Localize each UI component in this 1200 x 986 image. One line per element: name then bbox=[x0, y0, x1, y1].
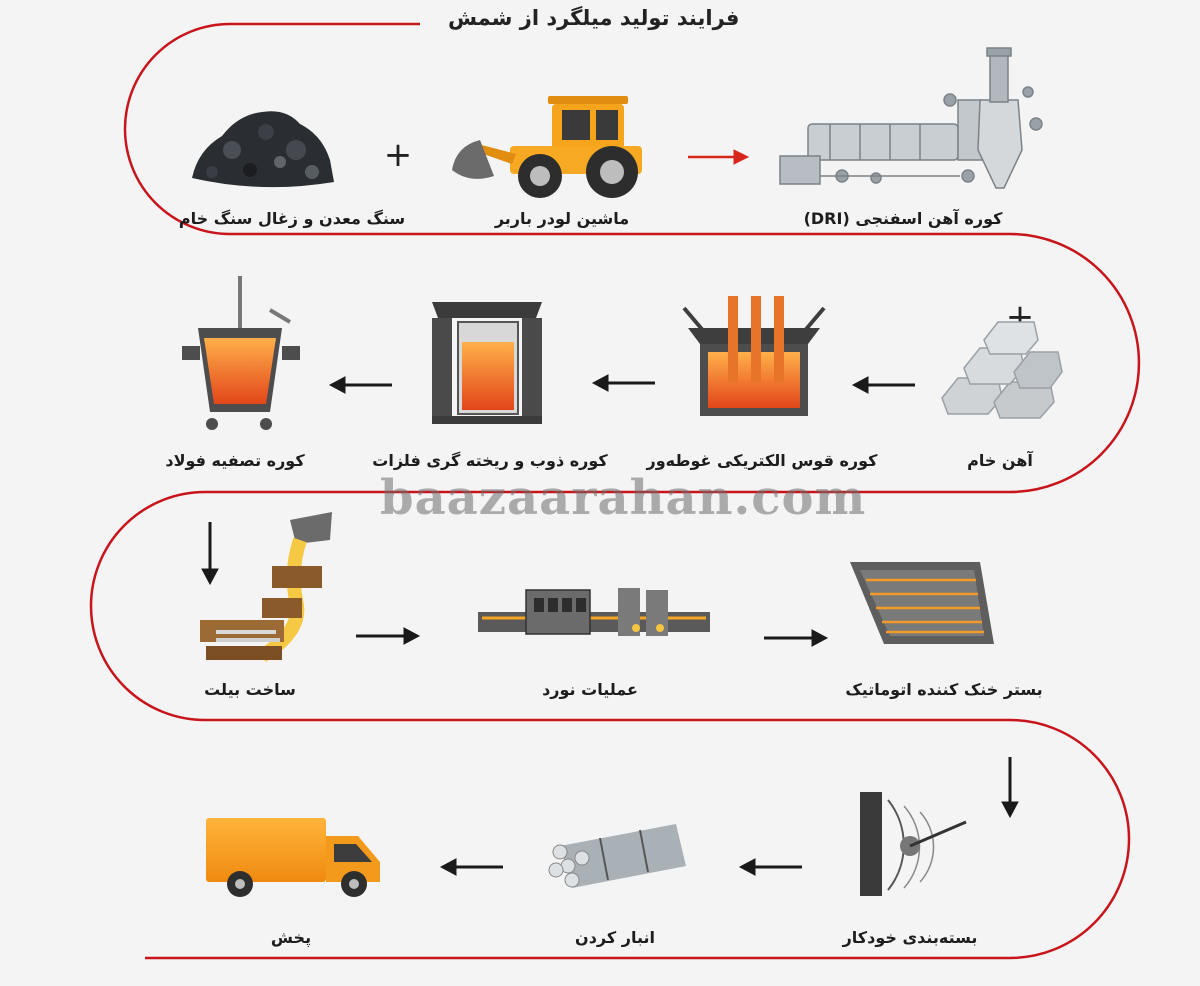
plus-sign-1: + bbox=[384, 135, 413, 175]
arrow-left-3 bbox=[328, 376, 392, 394]
step-label-eaf: کوره قوس الکتریکی غوطه‌ور bbox=[646, 451, 878, 470]
iron-ingots-icon bbox=[941, 321, 1063, 419]
arrow-down-2 bbox=[1001, 757, 1019, 819]
step-label-rolling: عملیات نورد bbox=[542, 680, 638, 699]
diagram-title: فرایند تولید میلگرد از شمش bbox=[448, 6, 740, 30]
step-label-induction: کوره ذوب و ریخته گری فلزات bbox=[372, 451, 608, 470]
arrow-left-2 bbox=[591, 374, 655, 392]
step-label-raw-iron: آهن خام bbox=[967, 451, 1033, 470]
step-label-distribution: پخش bbox=[270, 928, 312, 947]
step-label-billet: ساخت بیلت bbox=[204, 680, 296, 699]
billet-casting-icon bbox=[200, 512, 332, 662]
rotary-kiln-icon bbox=[779, 47, 1043, 189]
watermark: baazaarahan.com bbox=[380, 470, 867, 526]
arrow-right-1 bbox=[356, 627, 421, 645]
step-label-cooling: بستر خنک کننده اتوماتیک bbox=[845, 680, 1043, 699]
arrow-red-right bbox=[688, 149, 750, 165]
electric-arc-furnace-icon bbox=[682, 296, 826, 416]
arrow-left-5 bbox=[439, 858, 503, 876]
arrow-down-1 bbox=[201, 522, 219, 586]
step-label-storage: انبار کردن bbox=[575, 928, 655, 947]
arrow-right-2 bbox=[764, 629, 829, 647]
step-label-ladle: کوره تصفیه فولاد bbox=[165, 451, 305, 470]
rolling-mill-icon bbox=[478, 588, 710, 636]
step-label-bundling: بسته‌بندی خودکار bbox=[842, 928, 978, 947]
step-label-raw-ore: سنگ معدن و زغال سنگ خام bbox=[178, 209, 406, 228]
cooling-bed-icon bbox=[850, 562, 994, 644]
bundling-machine-icon bbox=[860, 792, 967, 896]
step-label-loader: ماشین لودر باربر bbox=[494, 209, 630, 228]
step-label-dri: کوره آهن اسفنجی (DRI) bbox=[803, 209, 1003, 228]
induction-furnace-icon bbox=[432, 302, 542, 424]
ore-pile-icon bbox=[192, 111, 334, 188]
wheel-loader-icon bbox=[452, 96, 642, 198]
arrow-left-4 bbox=[738, 858, 802, 876]
flow-path bbox=[89, 22, 1141, 960]
arrow-left-1 bbox=[851, 376, 915, 394]
delivery-truck-icon bbox=[206, 818, 380, 897]
connectors: + + bbox=[201, 135, 1034, 876]
ladle-furnace-icon bbox=[182, 276, 300, 430]
rebar-bundle-icon bbox=[548, 824, 686, 888]
